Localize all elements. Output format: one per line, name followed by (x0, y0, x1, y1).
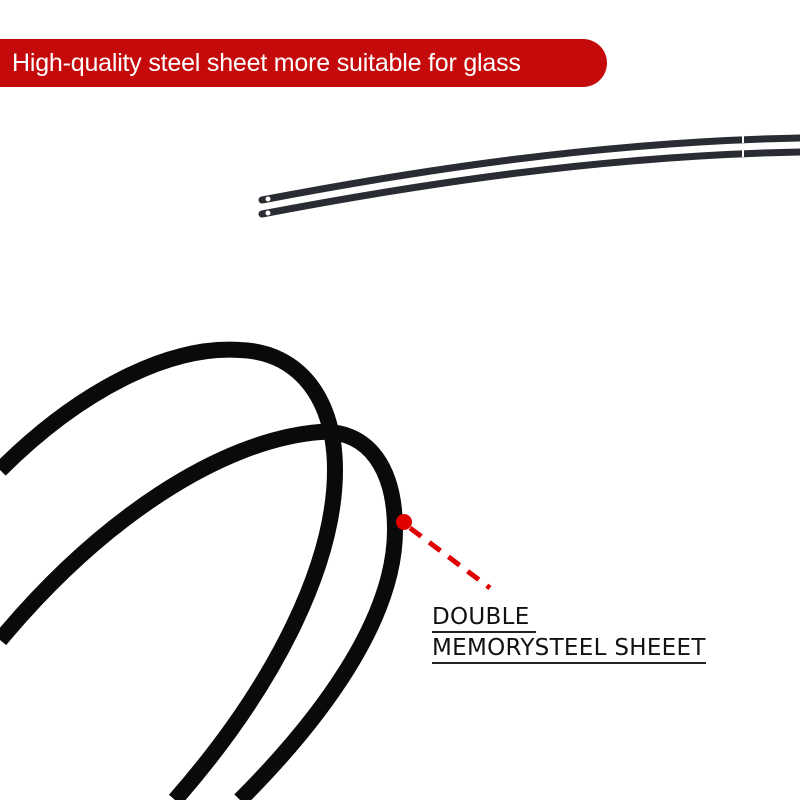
callout-label-line2: MEMORYSTEEL SHEEET (432, 634, 706, 664)
headline-banner: High-quality steel sheet more suitable f… (0, 39, 607, 87)
callout-label-line1: DOUBLE (432, 603, 536, 633)
flat-steel-strips (258, 134, 800, 218)
coiled-steel-strips (0, 341, 404, 800)
callout-marker (396, 514, 492, 590)
